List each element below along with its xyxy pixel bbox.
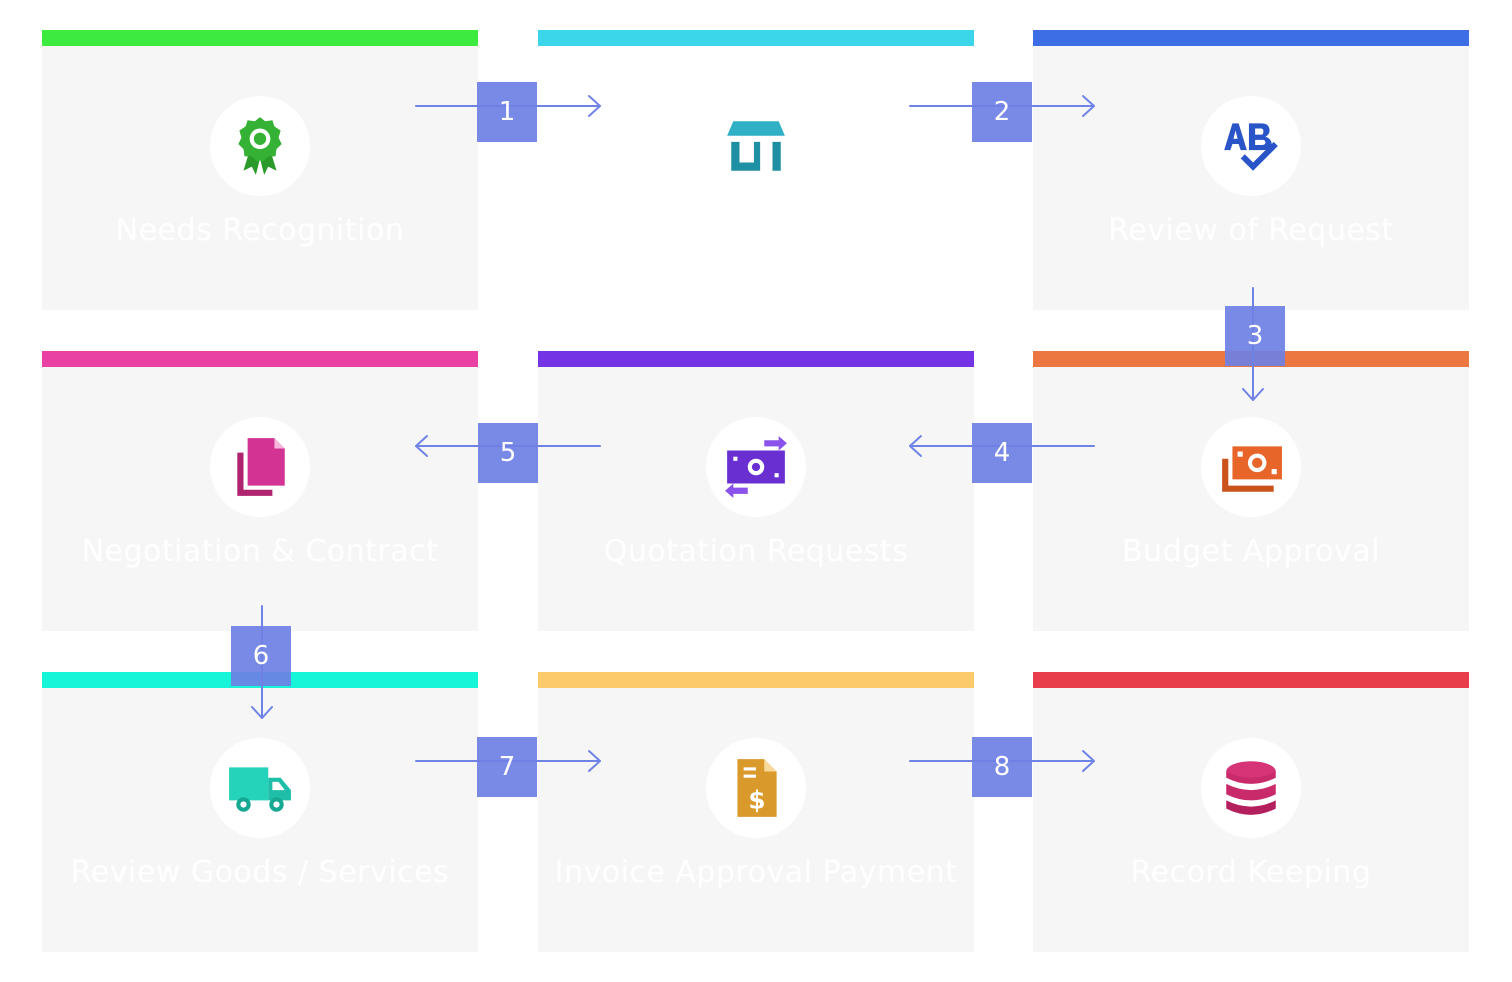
truck-icon [229, 767, 291, 812]
step-color-bar [42, 351, 478, 367]
step-label: Record Keeping [1130, 855, 1372, 890]
store-icon [727, 121, 785, 171]
step-color-bar [538, 351, 974, 367]
step-label: Review Goods / Services [70, 855, 450, 890]
spellcheck-icon [1224, 123, 1278, 171]
step-icon-circle [1201, 417, 1301, 517]
step-card-review-of-request: Review of Request [1033, 30, 1469, 310]
step-icon-circle [210, 738, 310, 838]
step-color-bar [538, 672, 974, 688]
step-number-badge-3: 3 [1225, 306, 1285, 366]
step-color-bar [42, 30, 478, 46]
step-card-invoice-approval-payment: $ Invoice Approval Payment [538, 672, 974, 952]
step-card-negotiation-contract: Negotiation & Contract [42, 351, 478, 631]
step-label: Review of Request [1108, 213, 1394, 248]
step-number-badge-7: 7 [477, 737, 537, 797]
documents-icon [237, 438, 285, 496]
step-icon-circle [706, 96, 806, 196]
step-number-badge-1: 1 [477, 82, 537, 142]
invoice-dollar-icon: $ [737, 759, 777, 817]
money-icon [1222, 446, 1282, 492]
step-icon-circle [210, 96, 310, 196]
step-card-quotation-requests: Quotation Requests [538, 351, 974, 631]
step-icon-circle [1201, 96, 1301, 196]
step-card-review-goods-services: Review Goods / Services [42, 672, 478, 952]
database-icon [1226, 761, 1276, 815]
step-card-record-keeping: Record Keeping [1033, 672, 1469, 952]
step-color-bar [1033, 30, 1469, 46]
step-label: Invoice Approval Payment [554, 855, 958, 890]
step-number-badge-5: 5 [478, 423, 538, 483]
step-label: Quotation Requests [603, 534, 909, 569]
step-color-bar [1033, 672, 1469, 688]
svg-text:$: $ [748, 786, 765, 815]
step-color-bar [538, 30, 974, 46]
step-number-badge-4: 4 [972, 423, 1032, 483]
step-label: Budget Approval [1121, 534, 1381, 569]
step-label: Negotiation & Contract [81, 534, 439, 569]
step-icon-circle [706, 417, 806, 517]
step-card-store [538, 30, 974, 310]
step-card-budget-approval: Budget Approval [1033, 351, 1469, 631]
step-icon-circle: $ [706, 738, 806, 838]
step-number-badge-8: 8 [972, 737, 1032, 797]
step-number-badge-2: 2 [972, 82, 1032, 142]
money-exchange-icon [725, 436, 787, 498]
step-icon-circle [1201, 738, 1301, 838]
step-number-badge-6: 6 [231, 626, 291, 686]
award-icon [238, 117, 282, 175]
step-label: Needs Recognition [115, 213, 405, 248]
step-card-needs-recognition: Needs Recognition [42, 30, 478, 310]
step-icon-circle [210, 417, 310, 517]
